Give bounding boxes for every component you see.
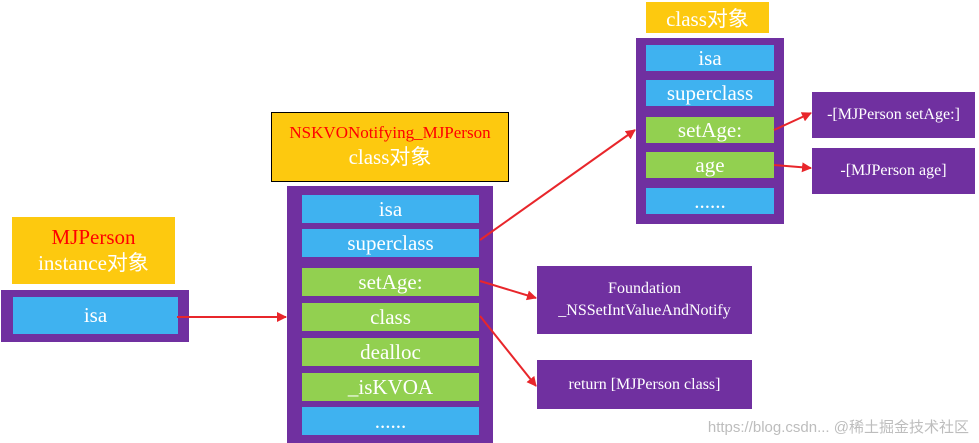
- instance-class-name: MJPerson: [51, 225, 136, 250]
- watermark: https://blog.csdn... @稀土掘金技术社区: [707, 419, 969, 436]
- setage-impl-box: -[MJPerson setAge:]: [812, 92, 975, 138]
- meta-slot-superclass: superclass: [646, 80, 774, 106]
- meta-class-label: class对象: [646, 2, 769, 33]
- arrow-meta-age-to-impl: [773, 162, 812, 173]
- instance-label: MJPerson instance对象: [12, 217, 175, 284]
- return-class-box: return [MJPerson class]: [537, 360, 752, 409]
- instance-object: isa: [1, 290, 189, 342]
- kvo-slot-iskvoa: _isKVOA: [302, 373, 479, 401]
- kvo-class-label: NSKVONotifying_MJPerson class对象: [271, 112, 509, 182]
- meta-slot-isa: isa: [646, 45, 774, 71]
- meta-slot-setage: setAge:: [646, 117, 774, 143]
- setage-impl-text: -[MJPerson setAge:]: [827, 106, 960, 124]
- foundation-impl-box: Foundation _NSSetIntValueAndNotify: [537, 266, 752, 334]
- age-impl-box: -[MJPerson age]: [812, 148, 975, 194]
- kvo-class-title: class对象: [348, 145, 432, 170]
- foundation-line1: Foundation: [608, 280, 681, 298]
- meta-class-object: isa superclass setAge: age ......: [636, 38, 784, 224]
- return-class-text: return [MJPerson class]: [568, 375, 721, 393]
- kvo-slot-dealloc: dealloc: [302, 338, 479, 366]
- kvo-class-object: isa superclass setAge: class dealloc _is…: [287, 186, 493, 443]
- meta-class-title: class对象: [666, 6, 749, 31]
- arrow-kvo-superclass-to-meta: [479, 129, 636, 241]
- kvo-class-name: NSKVONotifying_MJPerson: [289, 123, 491, 143]
- instance-isa-slot: isa: [13, 297, 178, 334]
- kvo-slot-ellipsis: ......: [302, 407, 479, 435]
- meta-slot-age: age: [646, 152, 774, 178]
- arrow-class-to-return: [479, 315, 537, 387]
- kvo-slot-isa: isa: [302, 195, 479, 223]
- arrow-meta-setage-to-impl: [773, 112, 812, 131]
- arrow-setage-to-foundation: [479, 280, 537, 301]
- meta-slot-ellipsis: ......: [646, 188, 774, 214]
- kvo-slot-superclass: superclass: [302, 229, 479, 257]
- age-impl-text: -[MJPerson age]: [840, 162, 947, 180]
- instance-title: instance对象: [38, 250, 149, 275]
- kvo-slot-setage: setAge:: [302, 268, 479, 296]
- foundation-line2: _NSSetIntValueAndNotify: [558, 302, 731, 319]
- kvo-slot-class: class: [302, 303, 479, 331]
